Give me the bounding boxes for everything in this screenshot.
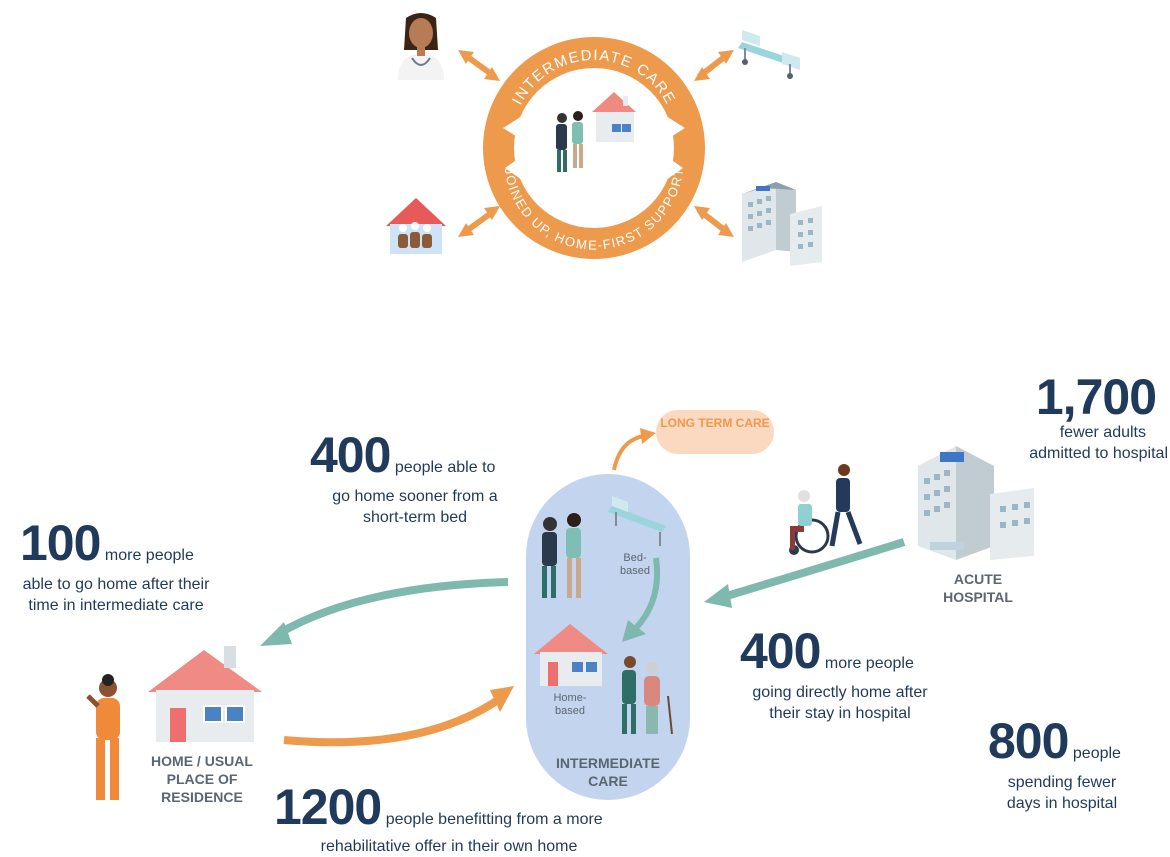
stat-100-value: 100	[20, 515, 101, 571]
stat-400-sooner-inline: people able to	[394, 459, 496, 476]
stat-100-line1: able to go home after their	[22, 576, 210, 593]
care-home-icon	[386, 198, 446, 254]
stat-800-line1: spending fewer	[1007, 774, 1117, 791]
wheelchair-carer-icon	[789, 464, 863, 555]
acute-hospital-label: ACUTE HOSPITAL	[943, 571, 1013, 605]
stat-400-direct-line1: going directly home after	[752, 684, 928, 701]
stat-400-sooner-line2: short-term bed	[362, 509, 468, 526]
walking-pair-with-house-icon	[556, 92, 636, 172]
stat-400-direct-line2: their stay in hospital	[769, 705, 911, 722]
arrowhead-home-to-ic-icon	[490, 686, 514, 712]
doctor-icon	[398, 13, 444, 80]
stat-100: 100 more people able to go home after th…	[10, 518, 240, 616]
hub-inner-arrows-icon	[503, 116, 685, 180]
carer-with-elder-icon	[622, 656, 673, 735]
care-flow-diagram	[86, 410, 1034, 800]
hospital-bed-icon	[738, 30, 800, 79]
hub-ring	[483, 37, 705, 259]
stat-1200: 1200 people benefitting from a more reha…	[274, 782, 654, 857]
stat-100-inline: more people	[104, 547, 194, 564]
stat-800-inline: people	[1072, 745, 1121, 762]
long-term-care-label: LONG TERM CARE	[660, 416, 770, 430]
woman-clapping-icon	[86, 674, 120, 800]
stat-1700: 1,700 fewer adults admitted to hospital	[1000, 372, 1168, 464]
stat-800-line2: days in hospital	[1006, 795, 1118, 812]
stat-800-value: 800	[988, 713, 1069, 769]
stat-400-sooner-line1: go home sooner from a	[332, 488, 498, 505]
stat-400-direct-value: 400	[740, 623, 821, 679]
stat-1200-value: 1200	[274, 779, 382, 835]
stat-100-line2: time in intermediate care	[28, 597, 204, 614]
stat-400-direct-inline: more people	[824, 655, 914, 672]
stat-1200-inline: people benefitting from a more	[385, 811, 603, 828]
stat-400-sooner-value: 400	[310, 427, 391, 483]
stat-400-direct: 400 more people going directly home afte…	[740, 626, 950, 724]
home-based-house-icon	[534, 624, 608, 686]
stat-1700-value: 1,700	[1035, 369, 1157, 425]
arrowhead-long-term-icon	[640, 428, 656, 444]
stat-400-sooner: 400 people able to go home sooner from a…	[310, 430, 550, 528]
bed-based-label: Bed-based	[620, 552, 650, 577]
hospital-building-icon	[742, 182, 822, 266]
stat-1700-line1: fewer adults	[1059, 424, 1146, 441]
walking-couple-icon	[542, 513, 581, 598]
acute-hospital-icon	[918, 446, 1034, 560]
stat-1700-line2: admitted to hospital	[1029, 445, 1168, 462]
arrowhead-to-ic-icon	[704, 584, 732, 608]
home-residence-label: HOME / USUAL PLACE OF RESIDENCE	[151, 753, 253, 805]
bed-based-bed-icon	[608, 496, 666, 546]
home-based-label: Home-based	[553, 692, 587, 717]
arrowhead-bed-to-home-icon	[622, 620, 646, 642]
home-house-icon	[148, 646, 262, 742]
hub-arrowheads-icon	[458, 50, 734, 237]
intermediate-care-label: INTERMEDIATE CARE	[556, 755, 660, 789]
long-term-care-box	[656, 410, 774, 454]
stat-1200-line1: rehabilitative offer in their own home	[320, 838, 578, 855]
intermediate-care-hub-diagram: INTERMEDIATE CARE JOINED UP, HOME-FIRST …	[386, 13, 822, 266]
stat-800: 800 people spending fewer days in hospit…	[988, 716, 1148, 814]
arrowhead-to-home-icon	[260, 622, 292, 646]
